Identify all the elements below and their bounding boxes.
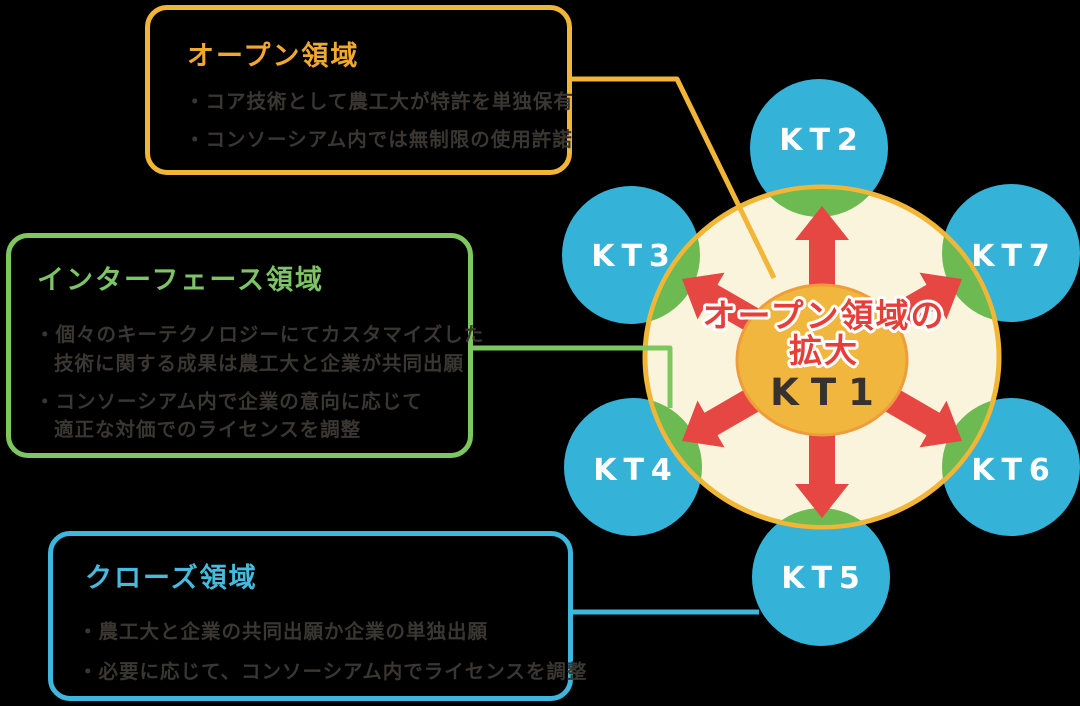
open-area-box: オープン領域 ・コア技術として農工大が特許を単独保有 ・コンソーシアム内では無制… (145, 5, 574, 175)
arrow-up (795, 206, 849, 286)
kt5-label: KT5 (781, 561, 867, 596)
open-box-connector-line (572, 76, 777, 280)
interface-box-connector-line (473, 345, 673, 408)
kt6-label: KT6 (971, 453, 1057, 488)
interface-area-box: インターフェース領域 ・個々のキーテクノロジーにてカスタマイズした 技術に関する… (6, 233, 483, 458)
kt1-hub-circle (735, 283, 909, 437)
open-area-bullet-2: ・コンソーシアム内では無制限の使用許諾 (185, 128, 573, 151)
kt2-label: KT2 (779, 123, 865, 158)
closed-area-box: クローズ領域 ・農工大と企業の共同出願か企業の単独出願 ・必要に応じて、コンソー… (48, 531, 586, 701)
interface-area-bullet-2-line-1: ・コンソーシアム内で企業の意向に応じて (35, 390, 423, 413)
interface-area-bullet-1-line-1: ・個々のキーテクノロジーにてカスタマイズした (35, 323, 485, 346)
closed-area-bullet-2: ・必要に応じて、コンソーシアム内でライセンスを調整 (78, 660, 588, 683)
interface-area-bullet-2-line-2: 適正な対価でのライセンスを調整 (54, 418, 362, 441)
kt1-label: KT1 (770, 371, 886, 414)
interface-area-title: インターフェース領域 (37, 265, 325, 296)
closed-area-bullet-1: ・農工大と企業の共同出願か企業の単独出願 (78, 620, 489, 643)
kt3-label: KT3 (591, 239, 677, 274)
kt4-label: KT4 (593, 453, 679, 488)
kt7-label: KT7 (971, 239, 1057, 274)
hub-caption-line1: オープン領域の (702, 296, 945, 335)
kt2-circle (750, 79, 888, 217)
open-area-title: オープン領域 (187, 41, 360, 72)
kt5-circle (752, 508, 890, 646)
closed-area-title: クローズ領域 (85, 563, 258, 594)
open-area-bullet-1: ・コア技術として農工大が特許を単独保有 (185, 90, 574, 113)
hub-caption-line2: 拡大 (789, 331, 859, 370)
interface-area-bullet-1-line-2: 技術に関する成果は農工大と企業が共同出願 (54, 352, 465, 375)
arrow-down (795, 432, 849, 518)
